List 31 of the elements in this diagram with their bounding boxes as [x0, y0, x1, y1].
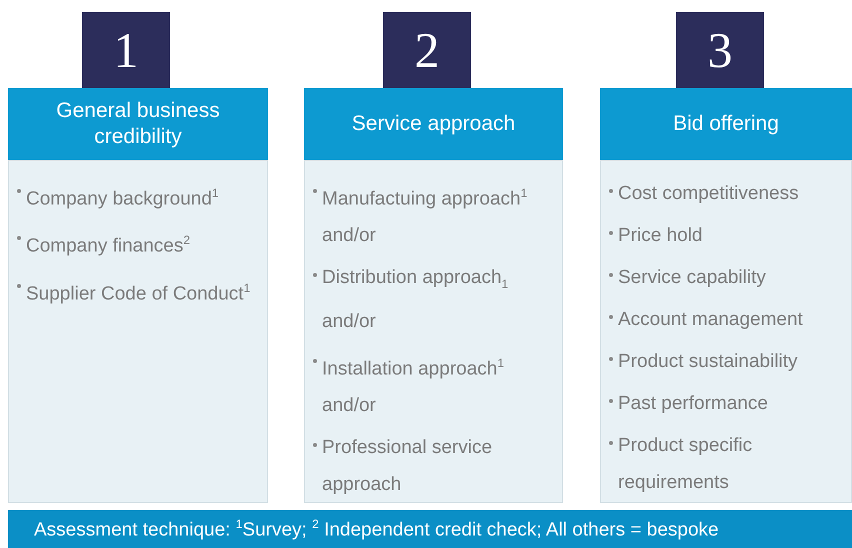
criterion-text: Product sustainability [618, 350, 798, 374]
step-number: 1 [114, 21, 138, 79]
criterion-text: Professional service approach [322, 436, 494, 498]
criterion-text: Account management [618, 308, 803, 332]
criteria-panel [8, 160, 268, 503]
criterion-text: Past performance [618, 392, 768, 416]
criterion-text: Service capability [618, 266, 766, 290]
criterion-text: Manufactuing approach$^{1}$ and/or [322, 185, 528, 248]
step-number: 3 [708, 21, 732, 79]
header-title: Service approach [352, 111, 516, 137]
criterion-text: Product specific requirements [618, 434, 754, 495]
criterion-text: Company background$^{1}$ [26, 185, 219, 212]
number-tab [82, 12, 170, 88]
footer-bar [8, 510, 852, 548]
criterion-text: Price hold [618, 224, 702, 248]
header-title: General business credibility [55, 98, 221, 150]
criterion-text: Cost competitiveness [618, 182, 799, 206]
criterion-text: Installation approach$^{1}$ and/or [322, 355, 506, 418]
criteria-panel [600, 160, 852, 503]
column-header [8, 88, 268, 160]
criteria-panel [304, 160, 563, 503]
step-number: 2 [414, 21, 440, 79]
criterion-text: Company finances$^{2}$ [26, 232, 190, 259]
number-tab [676, 12, 764, 88]
number-tab [383, 12, 471, 88]
column-header [600, 88, 852, 160]
footnote-text: Assessment technique: $^{1}$Survey; $^{2}$ Independent credit check; All others = bespoke [34, 516, 719, 542]
column-header [304, 88, 563, 160]
criterion-text: Supplier Code of Conduct$^{1}$ [26, 280, 250, 306]
criterion-text: Distribution approach$_{1}$ and/or [322, 266, 510, 334]
header-title: Bid offering [673, 111, 779, 137]
